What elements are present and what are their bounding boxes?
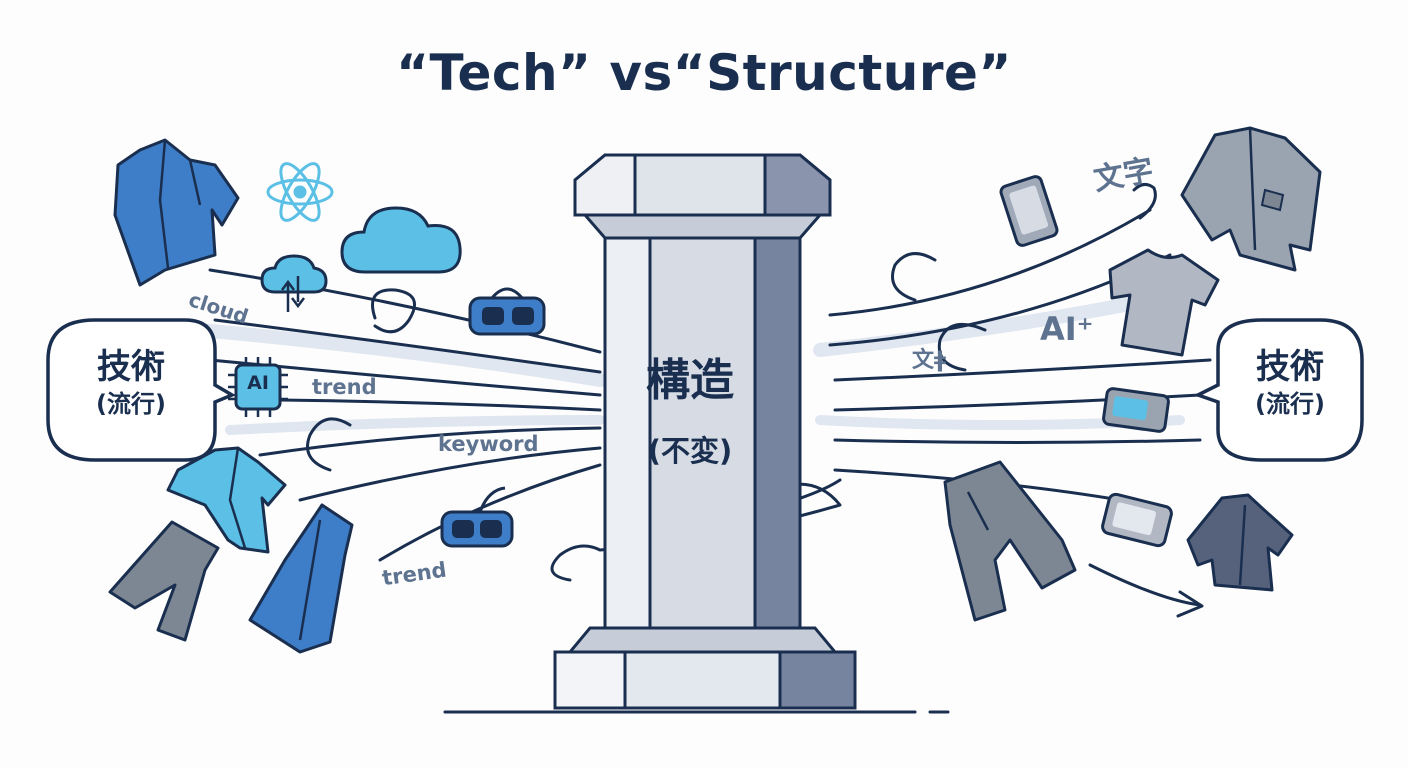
- shirt-icon: [166, 446, 287, 554]
- jeans-icon: [943, 460, 1077, 622]
- pillar-label-main: 構造: [646, 355, 734, 406]
- bubble-right-line2: (流行): [1255, 390, 1325, 418]
- ai-chip-label: AI: [247, 372, 269, 394]
- label-keyword: keyword: [438, 432, 539, 456]
- phone-icon: [1101, 492, 1173, 548]
- bubble-left-text: 技術 (流行): [56, 345, 206, 419]
- cloud-sync-icon: [260, 254, 328, 312]
- label-bun: 文ǂ: [912, 348, 946, 373]
- vr-headset-icon-2: [440, 486, 514, 548]
- vr-headset-icon: [468, 287, 546, 336]
- bubble-right-line1: 技術: [1256, 347, 1324, 387]
- bubble-right-text: 技術 (流行): [1215, 345, 1365, 419]
- bubble-left-line1: 技術: [97, 347, 165, 387]
- page-title: “Tech” vs“Structure”: [396, 44, 1012, 102]
- atom-icon: [266, 162, 334, 222]
- speech-bubble-right: [1193, 318, 1364, 462]
- cloud-icon: [340, 206, 462, 274]
- label-ai-plus: AI⁺: [1040, 310, 1094, 348]
- speech-bubble-left: [46, 318, 236, 462]
- t-shirt-icon: [1108, 248, 1220, 357]
- label-trend-top: trend: [312, 375, 377, 399]
- jacket-icon: [113, 138, 240, 287]
- skirt-icon: [248, 503, 354, 654]
- right-wind-lines: [828, 183, 1212, 618]
- pillar: [443, 153, 950, 714]
- pillar-label-sub: (不変): [647, 434, 733, 468]
- blouse-icon: [1186, 493, 1294, 592]
- bubble-left-line2: (流行): [96, 390, 166, 418]
- trousers-icon: [108, 520, 220, 642]
- device-icon: [1102, 387, 1170, 433]
- ai-chip-icon: [228, 357, 288, 417]
- dress-shirt-icon: [1180, 126, 1322, 272]
- tablet-icon: [999, 175, 1059, 247]
